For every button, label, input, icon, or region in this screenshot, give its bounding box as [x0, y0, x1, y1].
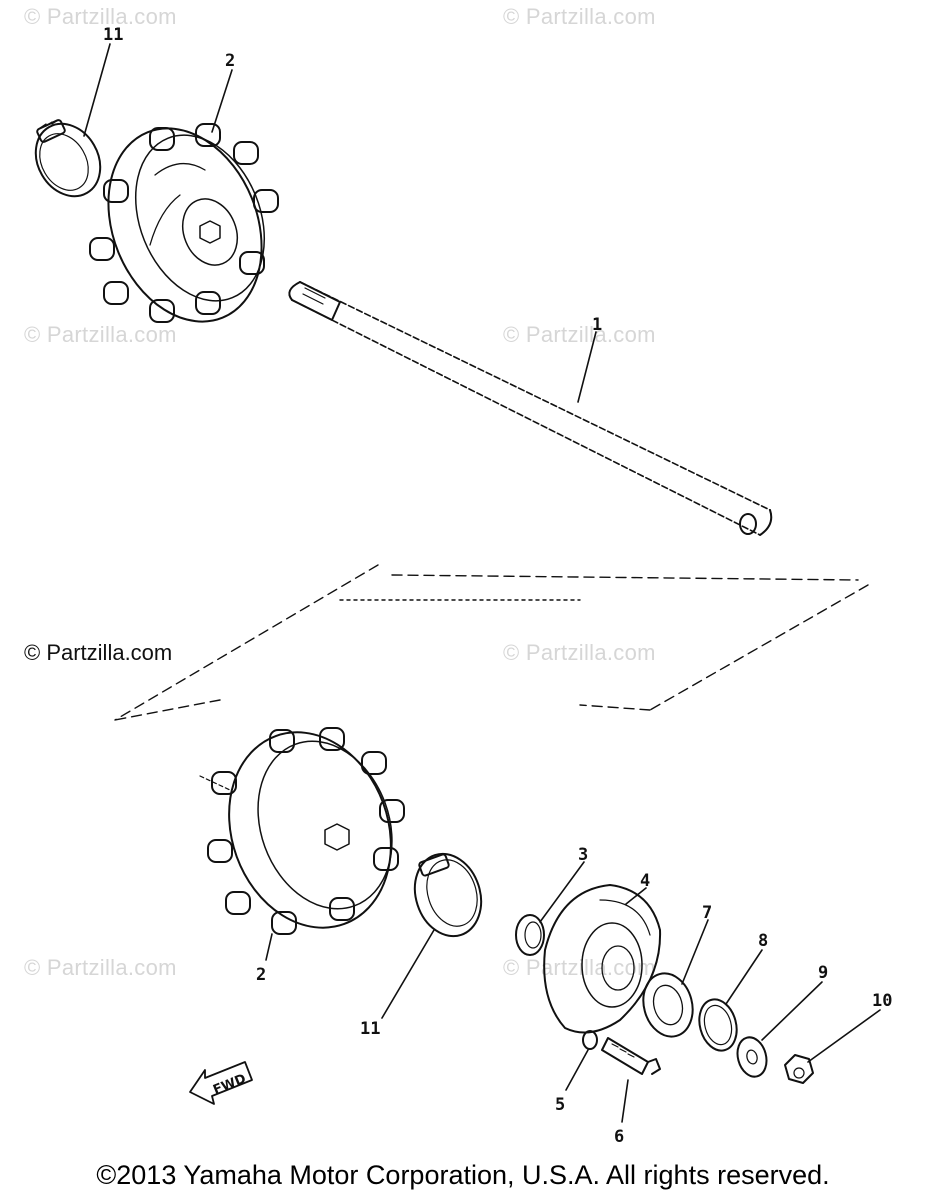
oil-seal [515, 914, 545, 956]
leader-lines [83, 43, 881, 1123]
bearing-housing [543, 884, 662, 1034]
hose-clamp-top [34, 119, 102, 198]
callout-8: 8 [758, 931, 768, 951]
callout-10: 10 [872, 991, 892, 1011]
drive-sprocket-bottom [199, 727, 405, 935]
watermark: © Partzilla.com [503, 4, 656, 29]
exploded-view-drawing: 11 2 1 3 4 7 8 9 10 2 11 5 6 FWD [34, 25, 892, 1147]
bolt [601, 1037, 661, 1075]
callout-6: 6 [614, 1127, 624, 1147]
nut [784, 1054, 814, 1084]
callout-2-top: 2 [225, 51, 235, 71]
callout-7: 7 [702, 903, 712, 923]
callout-1: 1 [592, 315, 602, 335]
watermark: © Partzilla.com [503, 322, 656, 347]
washer [736, 1036, 768, 1078]
drive-sprocket-top [89, 123, 279, 323]
watermark: © Partzilla.com [24, 955, 177, 980]
callout-5: 5 [555, 1095, 565, 1115]
callout-4: 4 [640, 871, 650, 891]
callout-11-bottom: 11 [360, 1019, 380, 1039]
circlip [698, 998, 738, 1052]
watermark: © Partzilla.com [503, 640, 656, 665]
fwd-direction-arrow [189, 1061, 253, 1105]
watermark: © Partzilla.com [24, 322, 177, 347]
track-frame-outline [114, 564, 869, 721]
callout-3: 3 [578, 845, 588, 865]
small-washer [582, 1030, 598, 1050]
watermark: © Partzilla.com [24, 4, 177, 29]
callout-2-bottom: 2 [256, 965, 266, 985]
callout-11-top: 11 [103, 25, 123, 45]
fwd-label: FWD [211, 1071, 248, 1098]
watermark-strong: © Partzilla.com [24, 640, 173, 665]
watermark: © Partzilla.com [503, 955, 656, 980]
copyright-notice: ©2013 Yamaha Motor Corporation, U.S.A. A… [96, 1160, 830, 1190]
callout-9: 9 [818, 963, 828, 983]
ball-bearing [642, 972, 694, 1038]
drive-shaft [288, 281, 773, 536]
hose-clamp-bottom [413, 852, 483, 938]
